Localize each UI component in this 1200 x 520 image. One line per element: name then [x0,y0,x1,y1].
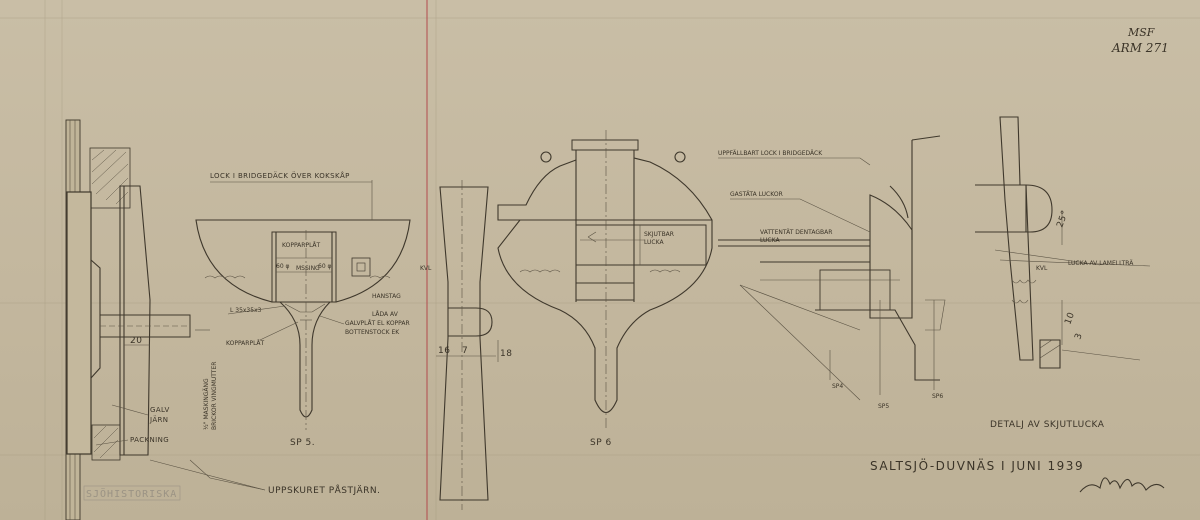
archive-stamp: SJÖHISTORISKA [86,487,177,500]
l-profile-label: L 35x35x3 [230,307,262,314]
galv-label-1: GALV [150,406,170,414]
hanstag-label: HANSTAG [372,293,401,300]
detalj-label: DETALJ AV SKJUTLUCKA [990,420,1105,430]
section-sp5-label: SP 5. [290,438,315,448]
skjutbar-label-2: LUCKA [644,239,664,246]
section-sp5-side-label: SP5 [878,403,889,410]
kvl-right-label: KVL [1036,265,1048,272]
vattentat-label-2: LUCKA [760,237,780,244]
signature-scribble [1079,477,1165,493]
bultar-note-2: BRICKOR VINGMUTTER [211,362,218,430]
left-profile-view: 20 [65,119,191,520]
kvl-mid-label: KVL [420,265,432,272]
lada-label-3: BOTTENSTOCK EK [345,329,400,336]
dim-3-label: 3 [1073,332,1085,341]
section-sp6-label: SP 6 [590,438,612,448]
bridge-deck-detail [718,135,946,401]
section-sp6 [497,130,713,430]
section-sp4-label: SP4 [832,383,843,390]
uppskuret-label: UPPSKURET PÅSTJÄRN. [268,484,381,496]
kopparplat-top-label: KOPPARPLÅT [282,242,321,249]
section-sp5 [195,180,411,430]
dim-18-label: 18 [500,349,512,359]
dim-7-label: 7 [462,346,468,356]
bultar-note-1: ½" MASKINGÄNG [203,378,210,430]
lucka-lamell-label: LUCKA AV LAMELLTRÄ [1068,260,1134,267]
lada-label-2: GALVPLÅT EL KOPPAR [345,320,410,327]
angle-25-label: 25° [1055,209,1070,229]
corner-ref-line2: ARM 271 [1111,41,1169,55]
dim-10-label: 10 [1063,311,1077,326]
rudder-blade [439,180,493,510]
dim-mssing-label: MSSING [296,265,320,272]
corner-ref-line1: MSF [1127,26,1155,39]
section-sp6-side-label: SP6 [932,393,943,400]
uppfallbart-label: UPPFÄLLBART LOCK I BRIDGEDÄCK [718,150,823,157]
gastata-label: GASTÄTA LUCKOR [730,191,783,198]
lock-bridgedack-label: LOCK I BRIDGEDÄCK ÖVER KOKSKÅP [210,171,350,180]
kopparplat-label: KOPPARPLÅT [226,340,265,347]
galv-label-2: JÄRN [149,415,168,424]
skjutbar-label-1: SKJUTBAR [644,231,674,238]
dim-16-label: 16 [438,346,450,356]
dim-60b-label: 60 φ [318,263,332,270]
dim-60-label: 60 φ [276,263,290,270]
vattentat-label-1: VATTENTÄT DENTAGBAR [760,229,832,236]
place-date-label: SALTSJÖ-DUVNÄS I JUNI 1939 [870,457,1084,473]
dim-20-label: 20 [130,336,142,346]
packning-label: PACKNING [130,436,169,444]
lada-label-1: LÅDA AV [372,311,399,318]
hatch-detail-view [975,116,1151,369]
